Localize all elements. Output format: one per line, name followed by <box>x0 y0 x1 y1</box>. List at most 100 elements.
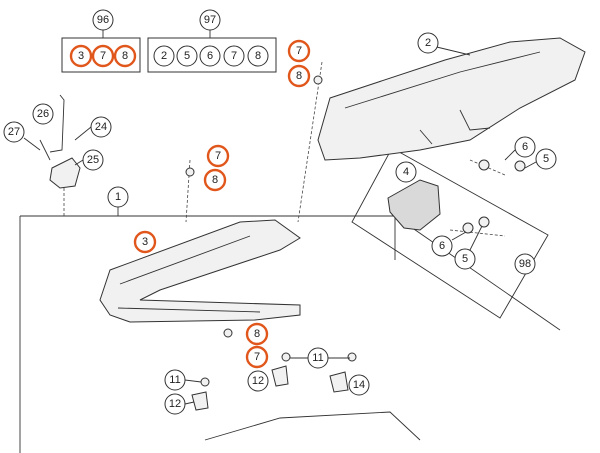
svg-text:5: 5 <box>543 153 549 165</box>
callout-8-low: 8 <box>245 322 269 346</box>
callout-11-left: 11 <box>164 369 186 391</box>
clamp-part <box>49 157 81 189</box>
callout-7-low: 7 <box>245 345 269 369</box>
leader-6b <box>451 231 467 241</box>
svg-text:7: 7 <box>215 150 221 162</box>
svg-text:12: 12 <box>169 398 181 410</box>
callout-8-top: 8 <box>287 64 311 88</box>
callout-27: 27 <box>3 121 25 143</box>
frame-bottom <box>204 411 421 441</box>
svg-text:25: 25 <box>87 154 99 166</box>
svg-text:8: 8 <box>212 174 218 186</box>
screw-icon <box>281 352 291 362</box>
svg-text:98: 98 <box>519 258 531 270</box>
svg-text:7: 7 <box>231 50 237 62</box>
svg-text:6: 6 <box>522 141 528 153</box>
washer-icon <box>462 222 474 234</box>
svg-text:6: 6 <box>207 50 213 62</box>
svg-text:11: 11 <box>312 352 323 364</box>
bracket-part <box>387 179 441 231</box>
kit-97-box <box>147 37 277 73</box>
svg-text:26: 26 <box>37 108 49 120</box>
callout-6-lower: 6 <box>431 235 453 257</box>
clip-icon <box>271 365 289 387</box>
callout-11-right: 11 <box>307 347 329 369</box>
washer-icon <box>478 216 490 228</box>
washer-icon <box>185 167 195 177</box>
screw-icon <box>347 352 357 362</box>
callout-96-7: 7 <box>91 44 115 68</box>
svg-text:24: 24 <box>95 121 107 133</box>
svg-text:7: 7 <box>254 351 260 363</box>
svg-text:11: 11 <box>169 374 180 386</box>
clip-icon <box>329 371 349 393</box>
callout-96: 96 <box>92 9 114 31</box>
svg-text:2: 2 <box>425 37 431 49</box>
svg-text:14: 14 <box>353 379 365 391</box>
svg-text:6: 6 <box>439 240 445 252</box>
svg-text:4: 4 <box>403 166 409 178</box>
svg-text:3: 3 <box>142 236 148 248</box>
leader-6a <box>504 149 516 161</box>
svg-text:8: 8 <box>255 50 261 62</box>
washer-icon <box>478 159 490 171</box>
callout-8-mid: 8 <box>203 168 227 192</box>
leader-24 <box>74 126 92 141</box>
svg-text:1: 1 <box>115 191 121 203</box>
chain-guard-part <box>317 37 586 161</box>
callout-5-upper: 5 <box>535 148 557 170</box>
callout-97-7: 7 <box>223 45 245 67</box>
kit-96-box <box>61 37 141 73</box>
svg-text:5: 5 <box>462 253 468 265</box>
svg-text:8: 8 <box>122 50 128 62</box>
svg-text:12: 12 <box>252 375 264 387</box>
callout-7-top: 7 <box>287 39 311 63</box>
svg-text:7: 7 <box>296 45 302 57</box>
callout-97-8: 8 <box>247 45 269 67</box>
leader-12-left <box>184 401 195 405</box>
callout-4: 4 <box>395 161 417 183</box>
leader-11-left <box>184 379 202 383</box>
callout-14: 14 <box>348 374 370 396</box>
chain-slider-part <box>99 219 301 323</box>
leader-27 <box>23 137 41 151</box>
callout-12-right: 12 <box>247 370 269 392</box>
svg-text:3: 3 <box>78 50 84 62</box>
callout-6-upper: 6 <box>514 136 536 158</box>
svg-text:5: 5 <box>184 50 190 62</box>
svg-text:97: 97 <box>204 14 216 26</box>
svg-text:96: 96 <box>97 14 109 26</box>
svg-text:27: 27 <box>8 126 20 138</box>
clip-icon <box>191 391 209 411</box>
callout-5-lower: 5 <box>454 248 476 270</box>
callout-97-2: 2 <box>153 45 175 67</box>
callout-24: 24 <box>90 116 112 138</box>
callout-26: 26 <box>32 103 54 125</box>
washer-icon <box>223 328 233 338</box>
callout-96-3: 3 <box>69 44 93 68</box>
kit-98-box <box>351 147 549 319</box>
leader-5a <box>524 161 537 169</box>
svg-text:8: 8 <box>296 70 302 82</box>
callout-97-5: 5 <box>176 45 198 67</box>
callout-97: 97 <box>199 9 221 31</box>
cable-holder-part <box>39 94 65 161</box>
washer-icon <box>313 75 323 85</box>
callout-98: 98 <box>514 253 536 275</box>
leader-5b <box>469 225 483 251</box>
svg-text:8: 8 <box>254 328 260 340</box>
callout-97-6: 6 <box>199 45 221 67</box>
callout-2: 2 <box>417 32 439 54</box>
svg-text:2: 2 <box>161 50 167 62</box>
dash-98-a <box>469 159 506 176</box>
washer-icon <box>514 160 526 172</box>
dash-screw-2 <box>297 61 323 223</box>
screw-icon <box>200 377 210 387</box>
leader-25 <box>74 159 84 166</box>
callout-25: 25 <box>82 149 104 171</box>
callout-7-mid: 7 <box>206 144 230 168</box>
callout-96-8: 8 <box>113 44 137 68</box>
callout-3: 3 <box>133 230 157 254</box>
dash-98-b <box>449 229 506 237</box>
